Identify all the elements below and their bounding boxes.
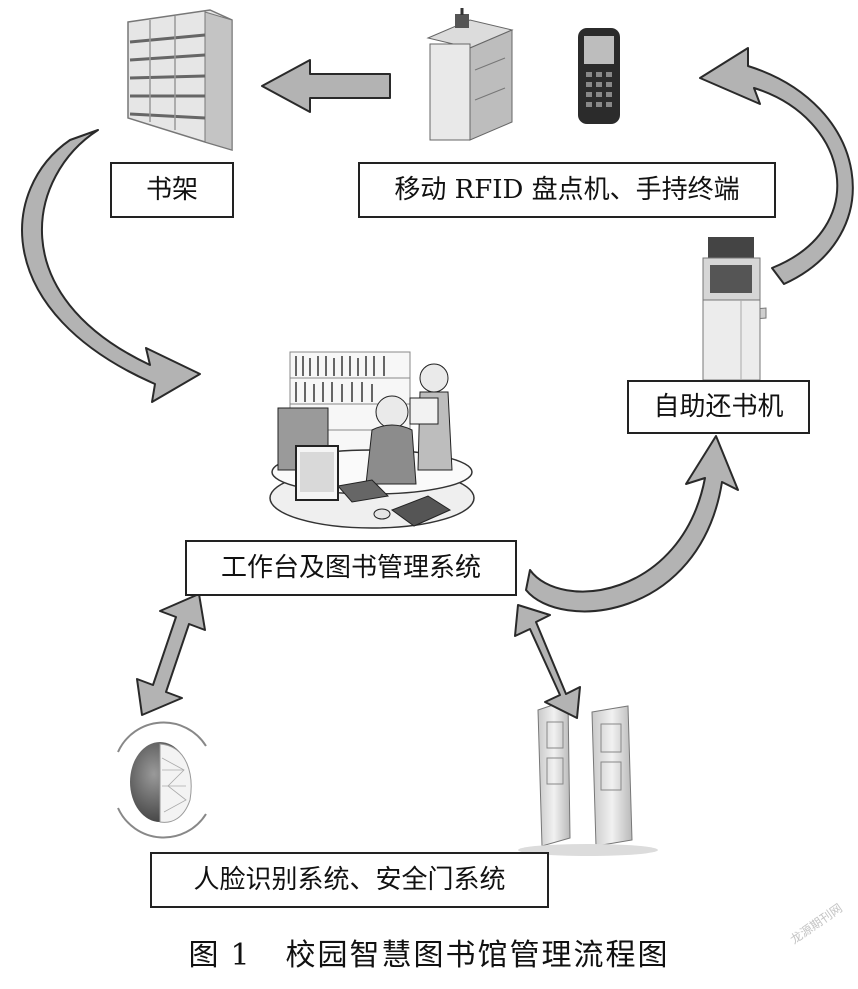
rfid-label: 移动 RFID 盘点机、手持终端 [358, 162, 776, 218]
arrow-workstation-face [136, 593, 206, 716]
caption-title: 校园智慧图书馆管理流程图 [285, 938, 670, 973]
arrow-return-to-handheld [699, 47, 854, 285]
face-recognition-illustration [117, 721, 207, 839]
flow-arrows [21, 47, 854, 719]
return-machine-label: 自助还书机 [627, 380, 810, 434]
arrow-workstation-to-return [525, 435, 739, 613]
rfid-cart-illustration [426, 8, 514, 141]
arrow-rfid-to-shelf [261, 59, 391, 113]
face-gate-label: 人脸识别系统、安全门系统 [150, 852, 549, 908]
workstation-label: 工作台及图书管理系统 [185, 540, 517, 596]
security-gate-illustration [518, 699, 658, 856]
return-kiosk-illustration [702, 237, 767, 381]
workstation-illustration [269, 351, 475, 529]
handheld-terminal-illustration [578, 28, 620, 124]
shelf-label: 书架 [110, 162, 234, 218]
arrow-workstation-gate [514, 604, 581, 719]
arrow-shelf-to-workstation [21, 129, 201, 403]
caption-prefix: 图 [188, 938, 221, 973]
bookshelf-illustration [127, 9, 233, 152]
caption-number: 1 [230, 938, 252, 973]
